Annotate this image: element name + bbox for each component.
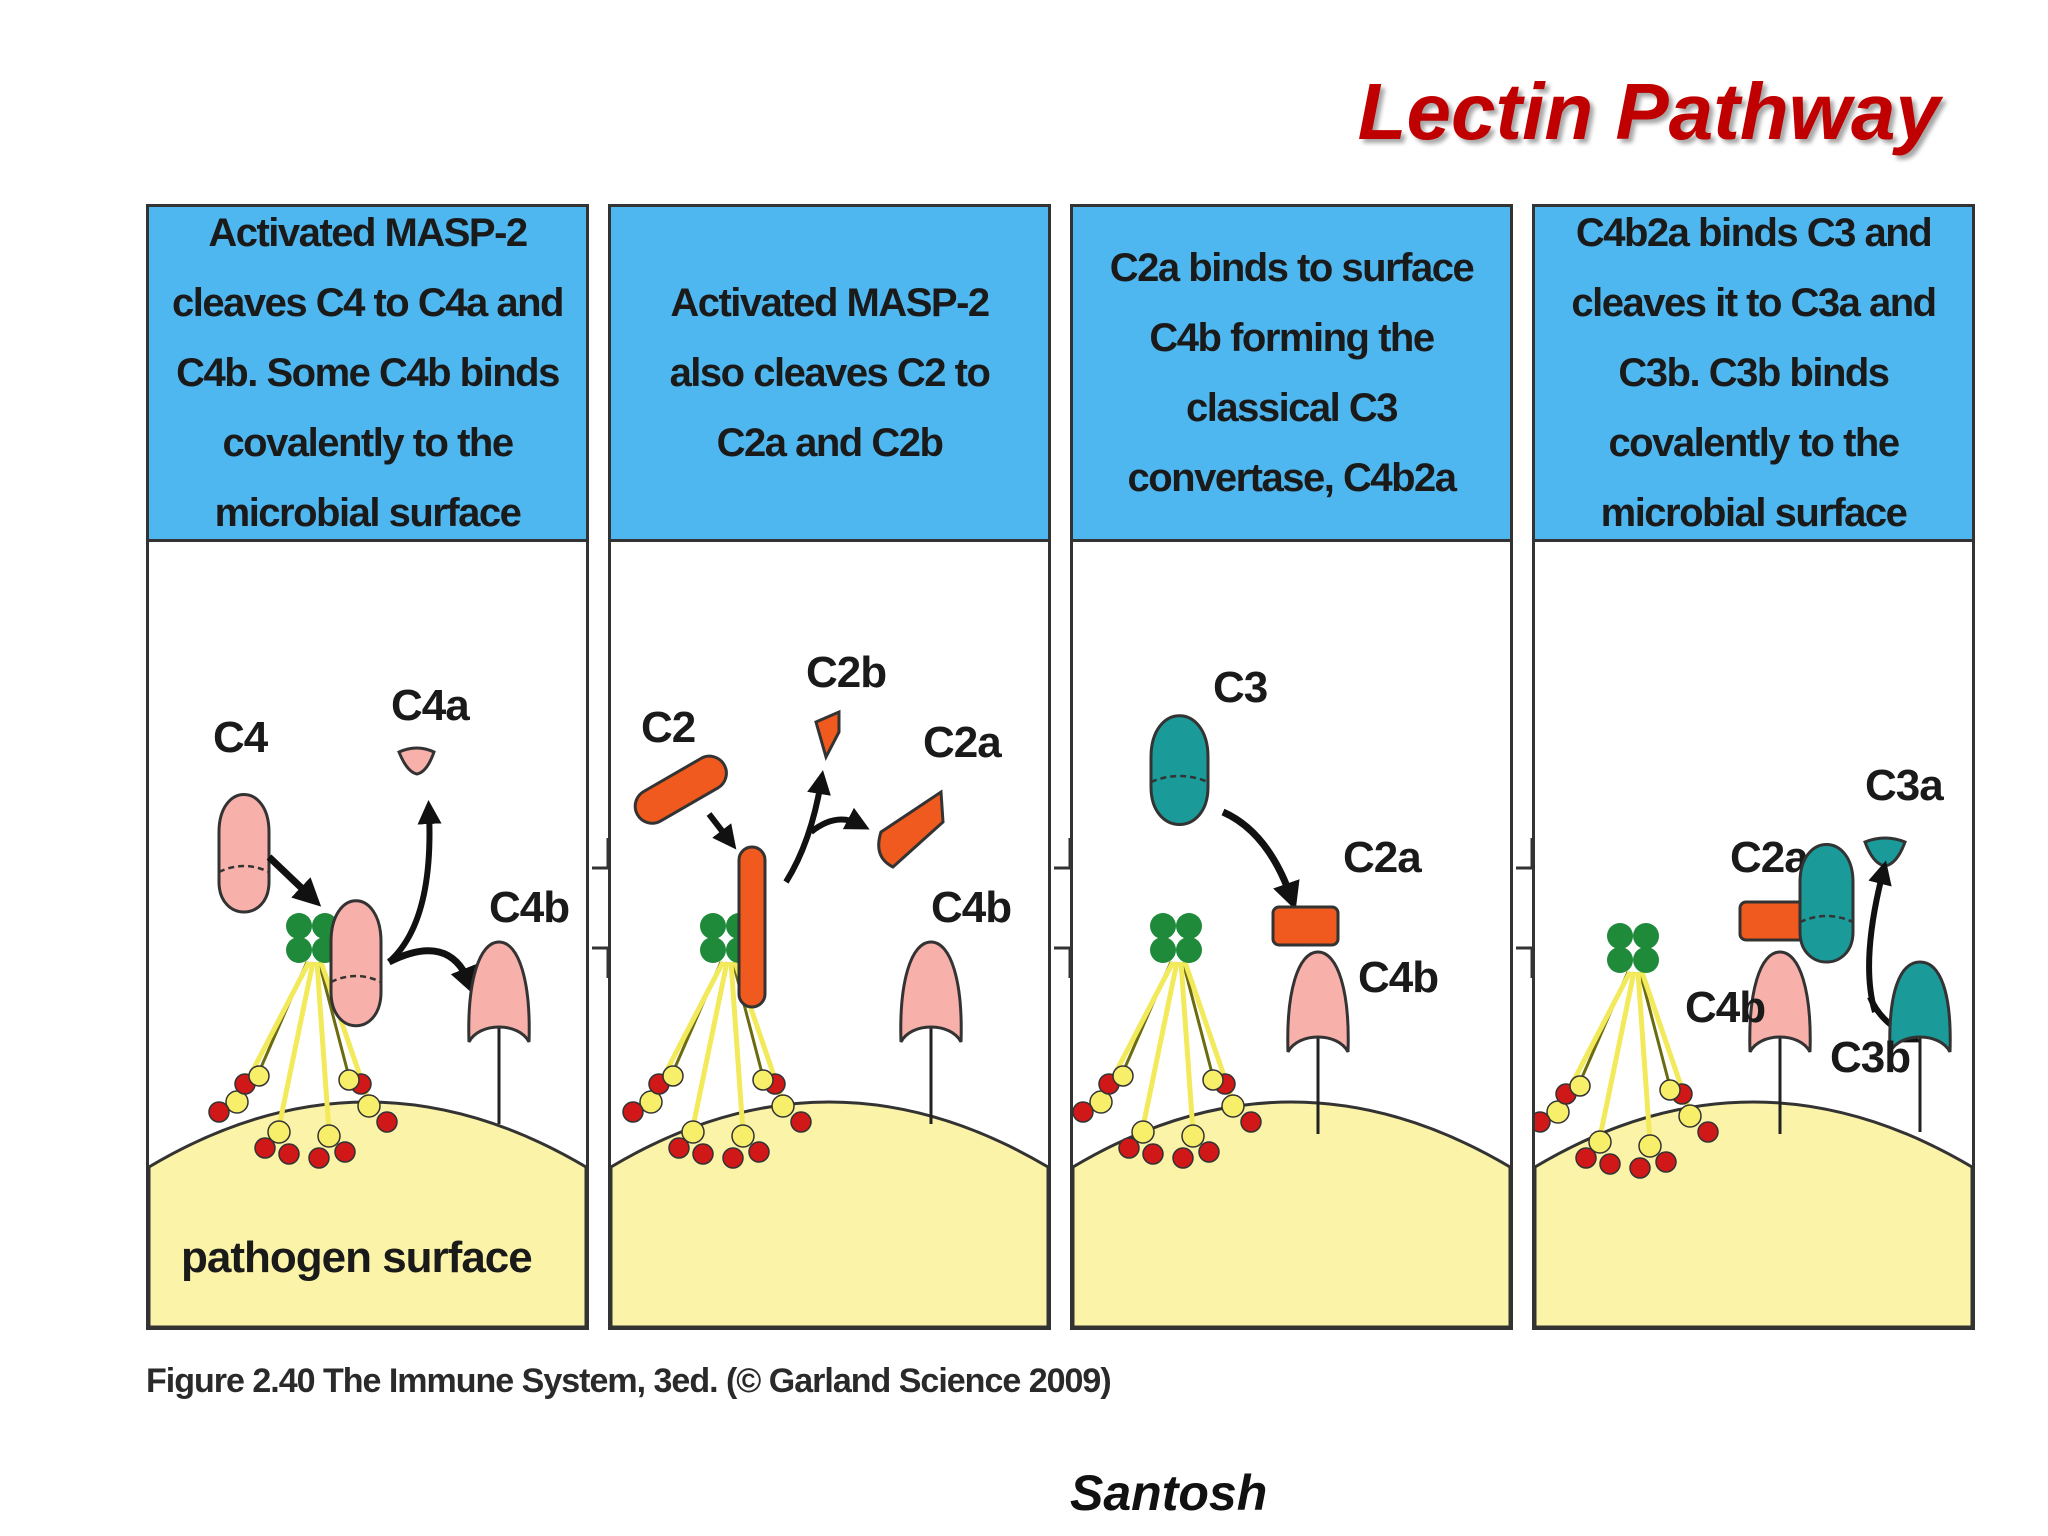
c4b-bound — [467, 940, 531, 1126]
c2a-label: C2a — [1730, 833, 1809, 882]
c4-molecule — [217, 793, 271, 914]
c4b-label: C4b — [1358, 953, 1438, 1002]
c2-bound-molecule — [737, 845, 767, 1009]
pathogen-surface — [149, 1100, 586, 1327]
panel-illustration: pathogen surface C4 C4a C4b — [149, 681, 586, 1327]
c2b-label: C2b — [806, 648, 886, 697]
c3-molecule — [1149, 714, 1210, 826]
panel-header: Activated MASP-2 cleaves C4 to C4a and C… — [149, 207, 586, 542]
panel-step-4: C4b2a binds C3 and cleaves it to C3a and… — [1532, 204, 1975, 1330]
c2a-label: C2a — [1343, 833, 1422, 882]
c4a-fragment — [397, 746, 436, 776]
c3b-bound — [1888, 960, 1952, 1132]
panel-header-text: C4b2a binds C3 and cleaves it to C3a and… — [1571, 211, 1937, 535]
pathogen-surface — [611, 1100, 1048, 1327]
c3b-label: C3b — [1830, 1033, 1910, 1082]
c2a-bound — [1271, 905, 1340, 947]
c4-label: C4 — [213, 713, 269, 762]
panel-header: C4b2a binds C3 and cleaves it to C3a and… — [1535, 207, 1972, 542]
c3-bound — [1798, 843, 1855, 964]
c3a-label: C3a — [1865, 761, 1944, 810]
c3a-fragment — [1863, 836, 1907, 868]
slide-title: Lectin Pathway — [1357, 67, 1940, 156]
c4b-bound — [899, 940, 963, 1126]
c2a-fragment — [877, 789, 945, 869]
c2-label: C2 — [641, 703, 695, 752]
panel-step-1: Activated MASP-2 cleaves C4 to C4a and C… — [146, 204, 589, 1330]
c3-label: C3 — [1213, 663, 1267, 712]
c2a-bound — [1738, 900, 1807, 942]
panel-illustration: C3 C2a C4b — [1073, 663, 1510, 1327]
panel-step-3: C2a binds to surface C4b forming the cla… — [1070, 204, 1513, 1330]
panel-header-text: Activated MASP-2 cleaves C4 to C4a and C… — [172, 211, 564, 535]
arrow-c3-to-convertase — [1221, 808, 1300, 911]
figure-caption: Figure 2.40 The Immune System, 3ed. (© G… — [146, 1362, 1112, 1400]
c4-bound-molecule — [329, 899, 383, 1028]
c4b-label: C4b — [1685, 983, 1765, 1032]
arrow-cleavage — [783, 770, 831, 884]
c4b-label: C4b — [489, 883, 569, 932]
author-name: Santosh — [1070, 1465, 1268, 1521]
panel-header-text: C2a binds to surface C4b forming the cla… — [1109, 246, 1475, 500]
pathogen-surface-label: pathogen surface — [181, 1233, 532, 1282]
panel-step-2: Activated MASP-2 also cleaves C2 to C2a … — [608, 204, 1051, 1330]
arrow-cleavage — [386, 800, 442, 965]
panel-header-text: Activated MASP-2 also cleaves C2 to C2a … — [669, 281, 991, 465]
c4a-label: C4a — [391, 681, 470, 730]
panel-header: Activated MASP-2 also cleaves C2 to C2a … — [611, 207, 1048, 542]
c2-molecule — [633, 754, 728, 825]
panel-illustration: C2 C2b C2a C4b — [611, 648, 1048, 1327]
c2a-label: C2a — [923, 718, 1002, 767]
panel-illustration: C3a C2a C4b C3b — [1535, 761, 1972, 1327]
c2b-fragment — [814, 709, 841, 762]
c4b-label: C4b — [931, 883, 1011, 932]
arrow-c3a-release — [1866, 860, 1892, 1013]
arrow-c4-to-masp — [266, 854, 322, 907]
arrow-c2-to-masp — [706, 812, 737, 850]
panel-header: C2a binds to surface C4b forming the cla… — [1073, 207, 1510, 542]
